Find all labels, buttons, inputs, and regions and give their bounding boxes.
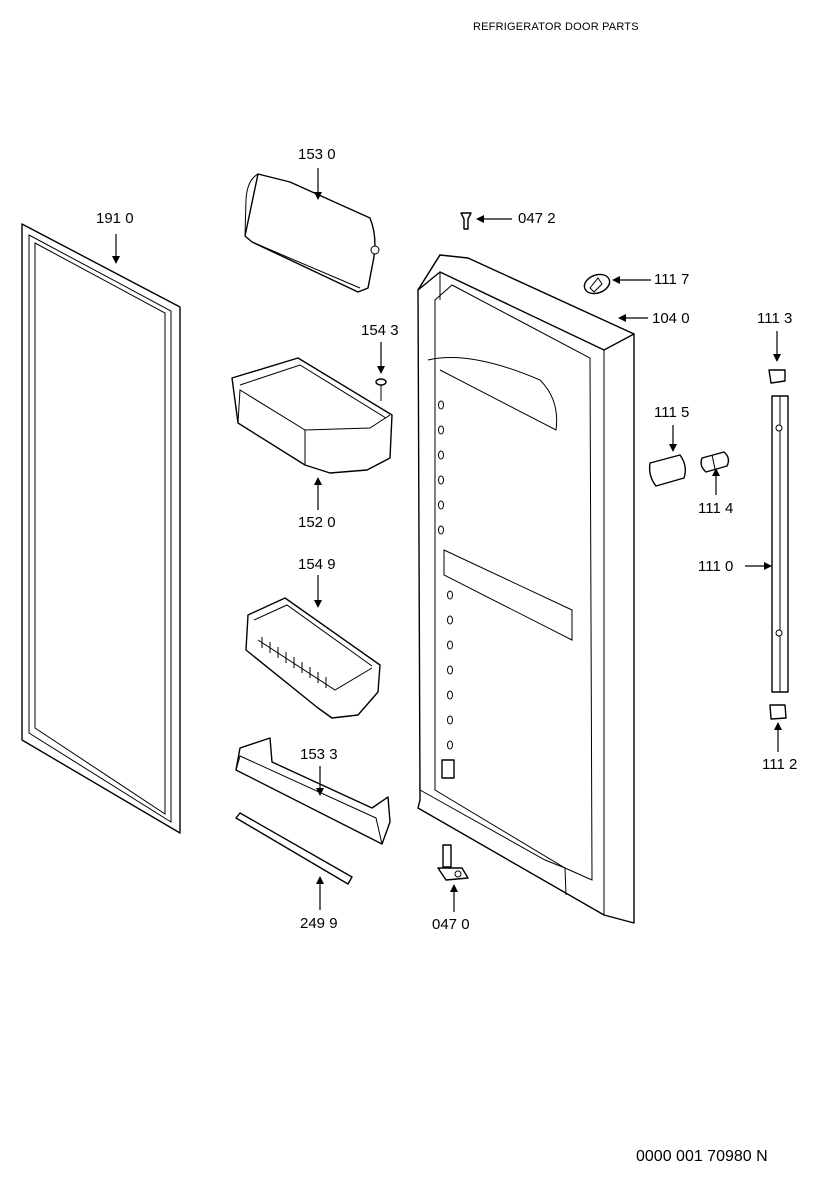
- callout-154-9: 154 9: [298, 556, 336, 573]
- bottle-guard-rail: [235, 737, 391, 845]
- door-gasket: [21, 223, 181, 834]
- callout-249-9: 249 9: [300, 915, 338, 932]
- large-door-shelf: [231, 357, 393, 474]
- screw: [375, 378, 387, 401]
- callout-111-4: 111 4: [698, 500, 734, 517]
- bar-strip: [235, 812, 353, 885]
- dairy-compartment-lid: [244, 173, 380, 293]
- hinge-pin: [437, 844, 469, 881]
- door-handle: [771, 395, 789, 693]
- callout-111-5: 111 5: [654, 404, 690, 421]
- handle-cap-small: [700, 451, 730, 473]
- handle-end-cap-top: [768, 369, 786, 384]
- handle-cap-large: [648, 454, 687, 487]
- callout-153-3: 153 3: [300, 746, 338, 763]
- callout-047-2: 047 2: [518, 210, 556, 227]
- callout-152-0: 152 0: [298, 514, 336, 531]
- callout-047-0: 047 0: [432, 916, 470, 933]
- callout-111-7: 111 7: [654, 271, 690, 288]
- leader-arrows: [112, 168, 782, 912]
- handle-end-cap-bottom: [769, 704, 787, 720]
- door-liner: [417, 254, 635, 924]
- document-code: 0000 001 70980 N: [636, 1148, 768, 1165]
- callout-111-0: 111 0: [698, 558, 734, 575]
- callout-191-0: 191 0: [96, 210, 134, 227]
- callout-111-2: 111 2: [762, 756, 798, 773]
- small-door-shelf: [245, 597, 381, 719]
- callout-154-3: 154 3: [361, 322, 399, 339]
- callout-104-0: 104 0: [652, 310, 690, 327]
- callout-111-3: 111 3: [757, 310, 793, 327]
- page-title: REFRIGERATOR DOOR PARTS: [473, 21, 639, 33]
- cover-cap: [583, 273, 611, 295]
- plug-pin: [460, 212, 472, 230]
- callout-153-0: 153 0: [298, 146, 336, 163]
